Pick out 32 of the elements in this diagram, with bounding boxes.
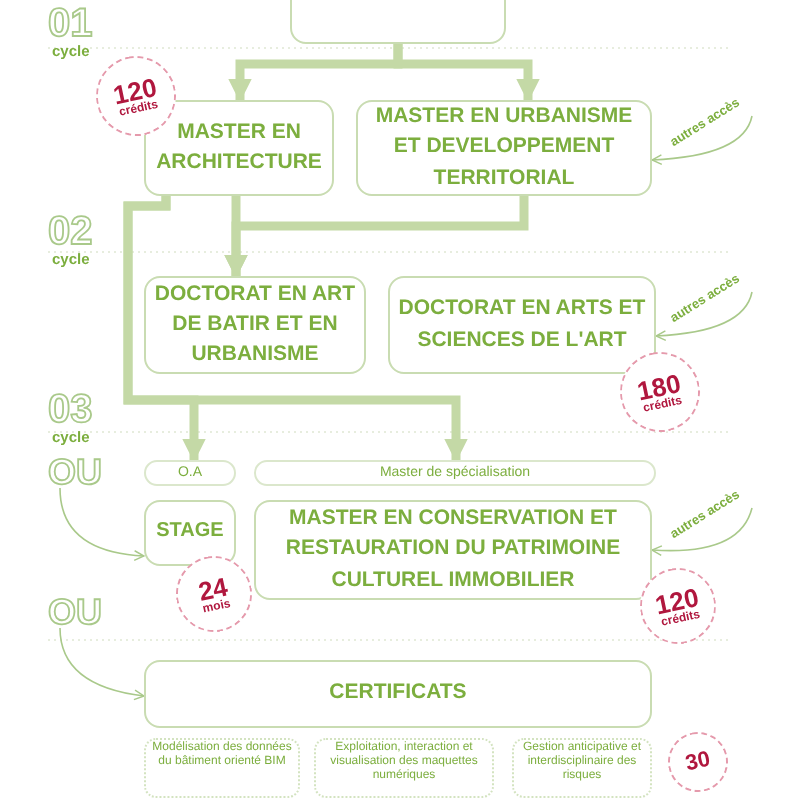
- program-title: DOCTORAT EN ARTS ET SCIENCES DE L'ART: [398, 294, 646, 355]
- cycle-number: 02: [48, 212, 93, 252]
- access-arrow: [655, 291, 753, 341]
- program-box: [144, 500, 236, 566]
- badge-number: 24: [195, 572, 230, 604]
- access-arrow: [651, 507, 753, 556]
- program-title: DOCTORAT EN ART DE BATIR ET EN URBANISME: [154, 279, 356, 371]
- option-pill: [144, 460, 236, 486]
- access-arrow: [651, 115, 753, 165]
- program-title: MASTER EN CONSERVATION ET RESTAURATION DU PATRIMOINE CULTUREL IMMOBILIER: [283, 504, 623, 596]
- certificate-box: [144, 738, 300, 798]
- certificate-box: [314, 738, 494, 798]
- program-title: CERTIFICATS: [329, 678, 467, 709]
- cycle-number: 01: [48, 4, 93, 44]
- flow-arrow: [123, 196, 468, 463]
- certificate-box: [512, 738, 652, 798]
- cycle-number: 03: [48, 390, 93, 430]
- flow-arrow: [224, 196, 529, 279]
- alternative-marker: OU: [48, 456, 102, 488]
- program-title: MASTER EN ARCHITECTURE: [154, 117, 324, 178]
- program-title: STAGE: [156, 518, 224, 547]
- access-arrow: [59, 487, 145, 561]
- program-box: [144, 660, 652, 728]
- program-box: [254, 500, 652, 600]
- program-title: MASTER EN URBANISME ET DEVELOPPEMENT TERRITORIAL: [373, 102, 635, 194]
- option-pill: [254, 460, 656, 486]
- alternative-marker: OU: [48, 596, 102, 628]
- access-arrow: [59, 627, 145, 701]
- flow-arrow: [393, 44, 540, 103]
- program-box: [356, 100, 652, 196]
- badge-number: 30: [683, 748, 713, 776]
- program-box: [388, 276, 656, 374]
